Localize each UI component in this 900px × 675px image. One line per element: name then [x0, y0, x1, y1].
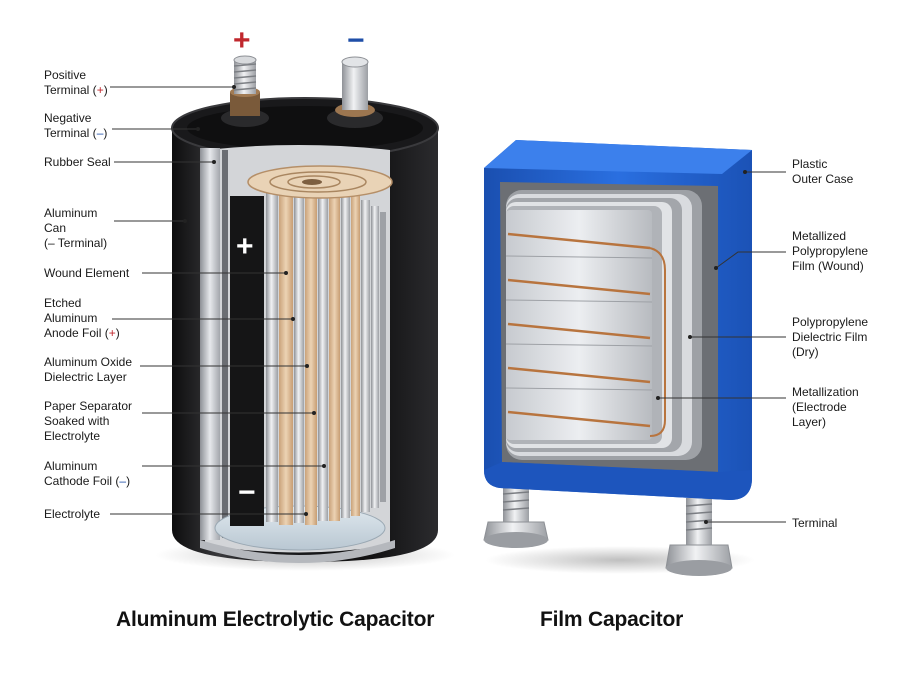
film-terminal-right	[665, 498, 733, 576]
case-front-lip	[484, 462, 752, 500]
foil-layer	[380, 212, 386, 502]
metallization-strip	[507, 278, 651, 296]
label-wound-element: Wound Element	[44, 266, 130, 280]
label-oxide-layer: Aluminum Oxide Dielectric Layer	[44, 355, 133, 384]
aluminum-can-wall	[200, 148, 220, 540]
label-rubber-seal: Rubber Seal	[44, 155, 111, 169]
leader-metallized-film	[715, 251, 786, 269]
electrolytic-title: Aluminum Electrolytic Capacitor	[116, 608, 435, 631]
film-title: Film Capacitor	[540, 608, 684, 631]
wound-element	[247, 165, 393, 525]
label-metallization: Metallization (Electrode Layer)	[792, 385, 859, 429]
can-inner-edge	[222, 150, 228, 538]
case-top-face	[484, 140, 752, 174]
metallization-wrap	[649, 247, 666, 437]
label-positive-terminal: Positive Terminal (+)	[44, 68, 108, 97]
can-bottom-crimp	[200, 540, 395, 563]
foil-layer	[361, 200, 370, 512]
label-negative-terminal: Negative Terminal (–)	[44, 111, 108, 140]
terminal-minus-sign: −	[347, 24, 365, 57]
film-capacitor	[483, 140, 755, 576]
wound-roll-core	[302, 179, 322, 185]
label-aluminum-can: Aluminum Can (– Terminal)	[44, 206, 108, 250]
metallization-strip	[507, 410, 651, 428]
label-dielectric-film: Polypropylene Dielectric Film (Dry)	[792, 315, 869, 359]
wound-roll-ring	[269, 171, 367, 193]
label-anode-foil: Etched Aluminum Anode Foil (+)	[44, 296, 120, 340]
cathode-foil	[318, 185, 328, 521]
metallization-strip	[507, 366, 651, 384]
negative-terminal-post	[327, 56, 383, 128]
rubber-seal-top	[187, 106, 423, 150]
label-cathode-foil: Aluminum Cathode Foil (–)	[44, 459, 131, 488]
body-minus-sign: −	[238, 476, 256, 509]
paper-layer	[279, 180, 293, 525]
oxide-layer	[294, 183, 304, 523]
leader-lines	[110, 86, 786, 523]
paper-layer	[329, 188, 340, 521]
paper-layer	[305, 182, 317, 525]
film-stack-front	[506, 210, 652, 440]
metallization-strip	[507, 232, 651, 250]
metallization-strip	[507, 322, 651, 340]
body-plus-sign: +	[236, 230, 254, 263]
anode-foil	[266, 182, 278, 522]
label-outer-case: Plastic Outer Case	[792, 157, 854, 186]
polarity-strip	[230, 196, 264, 526]
electrolytic-capacitor	[155, 55, 455, 571]
positive-terminal-post	[221, 55, 269, 127]
leader-dots	[183, 85, 747, 524]
foil-layer	[341, 192, 350, 518]
label-terminal: Terminal	[792, 516, 838, 530]
terminal-plus-sign: +	[233, 24, 251, 57]
label-electrolyte: Electrolyte	[44, 507, 101, 521]
foil-layer	[371, 206, 379, 508]
label-paper-separator: Paper Separator Soaked with Electrolyte	[44, 399, 133, 443]
label-metallized-film: Metallized Polypropylene Film (Wound)	[792, 229, 869, 273]
paper-layer	[351, 196, 360, 516]
wound-roll-ring	[287, 175, 341, 189]
wound-film	[505, 190, 702, 460]
